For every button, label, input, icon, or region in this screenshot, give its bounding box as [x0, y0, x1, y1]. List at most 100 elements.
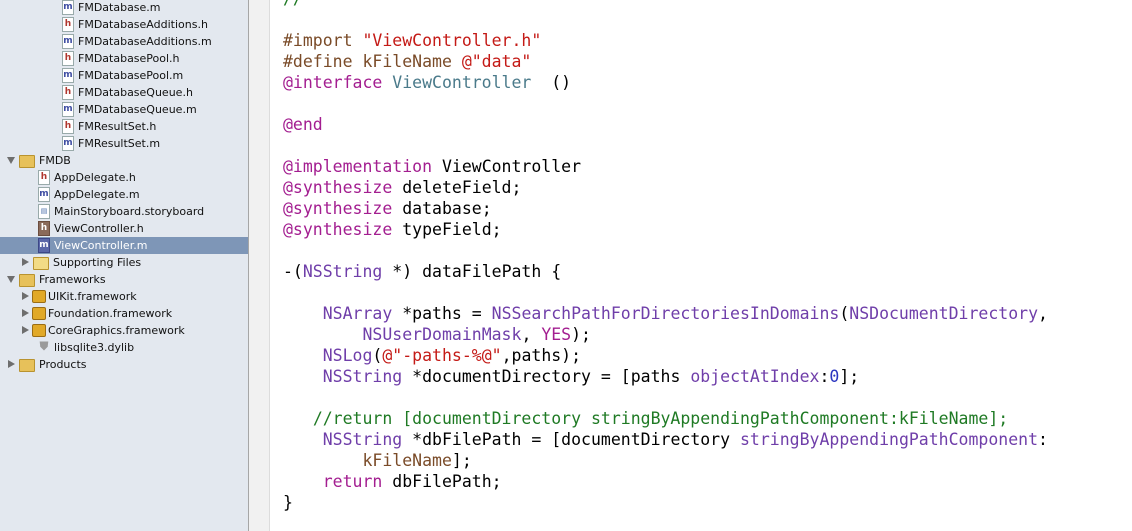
code-token: @"-paths-%@" [382, 346, 502, 365]
code-line[interactable]: @synthesize typeField; [283, 219, 502, 240]
navigator-item[interactable]: Frameworks [0, 271, 248, 288]
navigator-item[interactable]: h FMResultSet.h [0, 118, 248, 135]
disclosure-closed-icon[interactable] [8, 360, 15, 368]
navigator-item-label: FMResultSet.h [78, 120, 157, 133]
code-line[interactable]: @implementation ViewController [283, 156, 581, 177]
disclosure-closed-icon[interactable] [22, 258, 29, 266]
storyboard-file-icon: ▤ [38, 204, 50, 219]
implementation-file-icon: m [62, 102, 74, 117]
code-line[interactable]: NSUserDomainMask, YES); [283, 324, 591, 345]
navigator-item[interactable]: Supporting Files [0, 254, 248, 271]
code-token: deleteField; [402, 178, 522, 197]
code-line[interactable]: NSLog(@"-paths-%@",paths); [283, 345, 581, 366]
implementation-file-icon: m [62, 136, 74, 151]
code-token: *) dataFilePath { [382, 262, 562, 281]
code-line[interactable]: -(NSString *) dataFilePath { [283, 261, 561, 282]
code-line[interactable]: // [283, 0, 303, 9]
disclosure-closed-icon[interactable] [22, 309, 29, 317]
implementation-file-icon: m [38, 187, 50, 202]
header-file-icon: h [62, 119, 74, 134]
framework-icon [32, 290, 46, 303]
code-line[interactable]: @end [283, 114, 323, 135]
navigator-item-label: Foundation.framework [48, 307, 173, 320]
code-token [283, 367, 323, 386]
code-line[interactable]: NSString *documentDirectory = [paths obj… [283, 366, 859, 387]
code-line[interactable]: //return [documentDirectory stringByAppe… [283, 408, 1008, 429]
implementation-file-icon: m [62, 0, 74, 15]
code-line[interactable]: NSString *dbFilePath = [documentDirector… [283, 429, 1048, 450]
navigator-item-label: FMDatabase.m [78, 1, 161, 14]
navigator-item[interactable]: FMDB [0, 152, 248, 169]
code-token: NSArray [322, 304, 393, 323]
code-line[interactable]: NSArray *paths = NSSearchPathForDirector… [283, 303, 1048, 324]
code-token: } [283, 493, 293, 512]
code-token: @implementation [283, 157, 442, 176]
navigator-item[interactable]: ▤MainStoryboard.storyboard [0, 203, 248, 220]
code-token: NSString [302, 262, 383, 281]
code-line[interactable]: @interface ViewController () [283, 72, 571, 93]
code-line[interactable]: @synthesize deleteField; [283, 177, 521, 198]
disclosure-closed-icon[interactable] [22, 292, 29, 300]
navigator-item-label: FMDatabaseAdditions.h [78, 18, 208, 31]
navigator-item[interactable]: m FMResultSet.m [0, 135, 248, 152]
disclosure-closed-icon[interactable] [22, 326, 29, 334]
header-file-icon: h [62, 85, 74, 100]
implementation-file-icon: m [38, 238, 50, 253]
navigator-item-label: FMResultSet.m [78, 137, 161, 150]
navigator-item-label: UIKit.framework [48, 290, 137, 303]
code-line[interactable]: @synthesize database; [283, 198, 492, 219]
code-line[interactable]: #import "ViewController.h" [283, 30, 541, 51]
code-token: // [283, 0, 303, 8]
navigator-item[interactable]: Products [0, 356, 248, 373]
implementation-file-icon: m [62, 68, 74, 83]
navigator-item-label: Products [39, 358, 87, 371]
navigator-item[interactable]: UIKit.framework [0, 288, 248, 305]
editor-gutter [249, 0, 270, 531]
code-token: @synthesize [283, 220, 403, 239]
code-token [283, 325, 362, 344]
navigator-item[interactable]: m FMDatabaseQueue.m [0, 101, 248, 118]
code-token: @"data" [461, 52, 532, 71]
code-token: NSString [322, 367, 403, 386]
code-token: , [521, 325, 542, 344]
navigator-item-label: FMDatabaseQueue.m [78, 103, 197, 116]
code-line[interactable]: kFileName]; [283, 450, 471, 471]
code-line[interactable]: return dbFilePath; [283, 471, 502, 492]
code-token: dbFilePath; [382, 472, 502, 491]
disclosure-open-icon[interactable] [7, 157, 15, 164]
code-token: @interface [283, 73, 393, 92]
code-token: ( [839, 304, 850, 323]
code-token [283, 409, 313, 428]
disclosure-open-icon[interactable] [7, 276, 15, 283]
code-token: NSUserDomainMask [362, 325, 522, 344]
code-token: -( [283, 262, 303, 281]
navigator-item-label: Frameworks [39, 273, 106, 286]
navigator-item[interactable]: m FMDatabase.m [0, 0, 248, 16]
code-token: *dbFilePath = [documentDirectory [402, 430, 740, 449]
code-editor[interactable]: // #import "ViewController.h"#define kFil… [270, 0, 1132, 531]
navigator-item[interactable]: ⛊libsqlite3.dylib [0, 339, 248, 356]
folder-icon [19, 274, 35, 287]
navigator-item-label: FMDatabaseQueue.h [78, 86, 193, 99]
code-token: ViewController [392, 73, 532, 92]
code-token: database; [402, 199, 492, 218]
code-token [283, 346, 323, 365]
code-token: @synthesize [283, 199, 403, 218]
navigator-item[interactable]: CoreGraphics.framework [0, 322, 248, 339]
navigator-item[interactable]: Foundation.framework [0, 305, 248, 322]
navigator-item-label: FMDatabaseAdditions.m [78, 35, 212, 48]
code-token: ); [571, 325, 591, 344]
navigator-item[interactable]: h FMDatabaseQueue.h [0, 84, 248, 101]
code-line[interactable]: #define kFileName @"data" [283, 51, 531, 72]
code-line[interactable]: } [283, 492, 293, 513]
navigator-item-label: libsqlite3.dylib [54, 341, 135, 354]
code-token: () [531, 73, 572, 92]
